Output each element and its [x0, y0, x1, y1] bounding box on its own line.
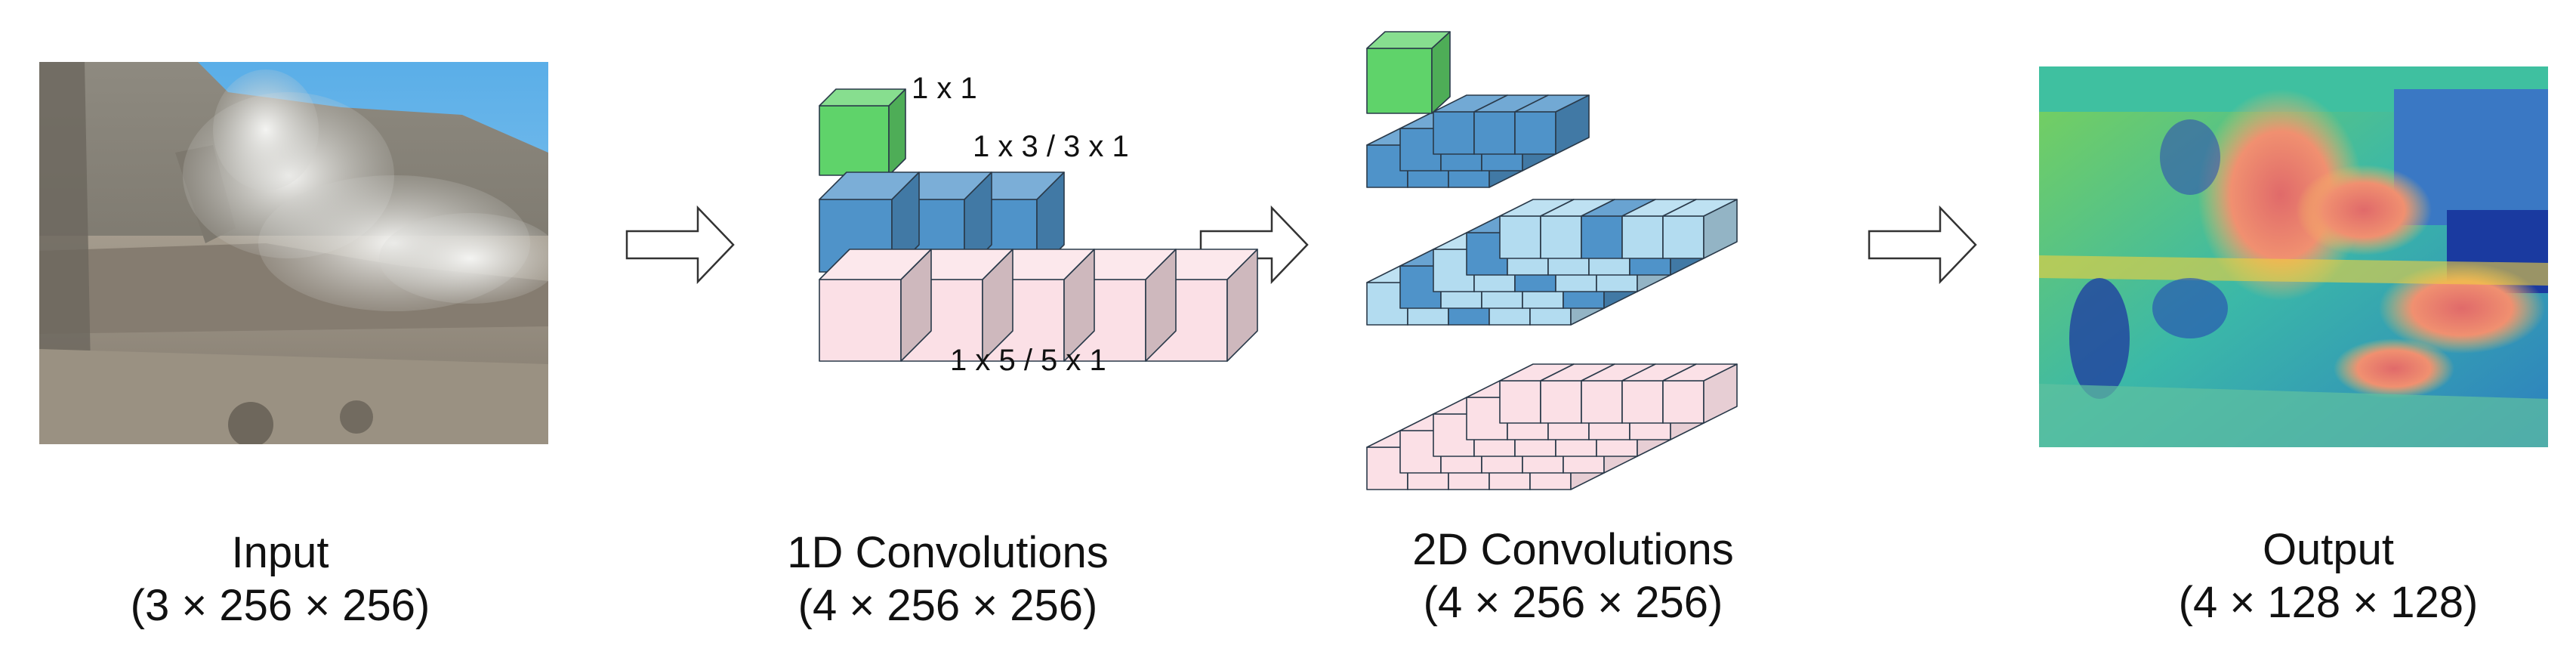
- caption-conv1d: 1D Convolutions (4 × 256 × 256): [683, 527, 1212, 632]
- cube-5x5-blue-front: [1499, 215, 1541, 259]
- cube-3x3-top: [1514, 94, 1590, 113]
- arrow-icon: [625, 205, 735, 284]
- cube-5x5-top: [1662, 363, 1738, 382]
- cube-5x5-front: [1581, 380, 1623, 424]
- caption-input: Input (3 × 256 × 256): [16, 527, 545, 632]
- arrow-icon: [1868, 205, 1977, 284]
- stage-title: 2D Convolutions: [1412, 525, 1734, 574]
- stage-title: Output: [2262, 525, 2395, 574]
- caption-conv2d: 2D Convolutions (4 × 256 × 256): [1309, 524, 1837, 629]
- cube-3x3-front: [1514, 111, 1556, 155]
- cube-1x1-top: [819, 88, 906, 107]
- cube-1x5-0-top: [819, 249, 932, 280]
- cube-3x3-front: [1473, 111, 1516, 155]
- stage-dims: (4 × 256 × 256): [797, 581, 1098, 630]
- stage-dims: (3 × 256 × 256): [130, 581, 430, 630]
- cube-1x1-front: [819, 105, 890, 176]
- kernel-label-1x3: 1 x 3 / 3 x 1: [973, 130, 1129, 163]
- output-image: [2039, 66, 2548, 447]
- stage-title: 1D Convolutions: [787, 528, 1109, 577]
- cube-5x5-front: [1621, 380, 1664, 424]
- cube-2d-1x1-top: [1366, 31, 1451, 49]
- stage-dims: (4 × 128 × 128): [2178, 578, 2479, 627]
- caption-output: Output (4 × 128 × 128): [2064, 524, 2576, 629]
- cube-5x5-front: [1662, 380, 1704, 424]
- kernel-label-1x1: 1 x 1: [912, 72, 977, 105]
- cube-5x5-blue-top: [1662, 199, 1738, 217]
- cube-3x3-front: [1433, 111, 1475, 155]
- cube-1x3-0-top: [819, 171, 920, 200]
- cube-5x5-blue-front: [1581, 215, 1623, 259]
- input-image: [39, 62, 548, 444]
- stage-title: Input: [231, 528, 329, 577]
- cube-2d-1x1-front: [1366, 48, 1433, 114]
- cube-1x5-0-front: [819, 279, 902, 362]
- cube-5x5-blue-front: [1662, 215, 1704, 259]
- cube-5x5-front: [1499, 380, 1541, 424]
- stage-dims: (4 × 256 × 256): [1423, 578, 1723, 627]
- cube-5x5-front: [1540, 380, 1582, 424]
- cube-5x5-blue-front: [1540, 215, 1582, 259]
- kernel-label-1x5: 1 x 5 / 5 x 1: [950, 344, 1106, 377]
- cube-5x5-blue-front: [1621, 215, 1664, 259]
